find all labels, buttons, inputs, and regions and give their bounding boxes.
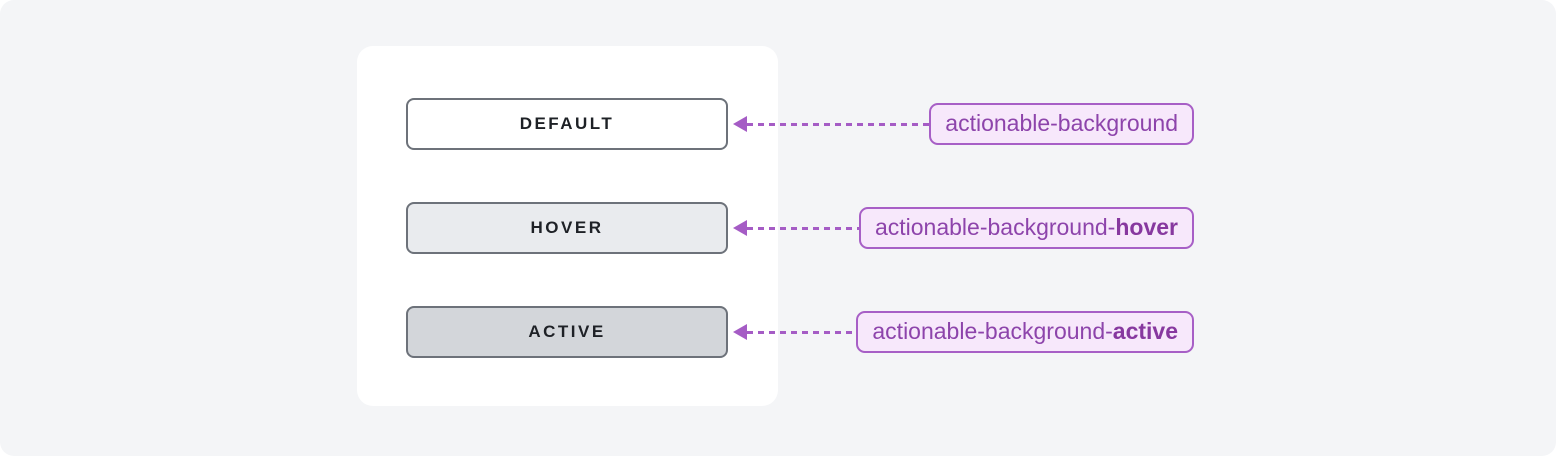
- dashed-connector-line: [747, 330, 857, 334]
- dashed-connector-line: [747, 122, 930, 126]
- state-swatch-label: DEFAULT: [519, 114, 615, 133]
- state-swatch-default[interactable]: DEFAULT: [406, 98, 728, 150]
- token-state-suffix: hover: [1115, 214, 1178, 240]
- token-badge-hover: actionable-background-hover: [858, 207, 1194, 249]
- state-swatch-label: HOVER: [530, 218, 604, 237]
- arrow-left-icon: [733, 324, 747, 340]
- arrow-left-icon: [733, 220, 747, 236]
- token-connector-hover: actionable-background-hover: [733, 207, 1194, 249]
- token-state-suffix: active: [1112, 318, 1178, 344]
- dashed-connector-line: [747, 226, 859, 230]
- state-swatch-label: ACTIVE: [528, 322, 606, 341]
- token-connector-default: actionable-background: [733, 103, 1194, 145]
- token-badge-default: actionable-background: [929, 103, 1194, 145]
- state-swatch-hover[interactable]: HOVER: [406, 202, 728, 254]
- state-swatch-active[interactable]: ACTIVE: [406, 306, 728, 358]
- token-name: actionable-background-: [872, 318, 1113, 344]
- token-name: actionable-background: [945, 110, 1178, 136]
- token-badge-active: actionable-background-active: [856, 311, 1194, 353]
- token-connector-active: actionable-background-active: [733, 311, 1194, 353]
- arrow-left-icon: [733, 116, 747, 132]
- token-name: actionable-background-: [874, 214, 1116, 240]
